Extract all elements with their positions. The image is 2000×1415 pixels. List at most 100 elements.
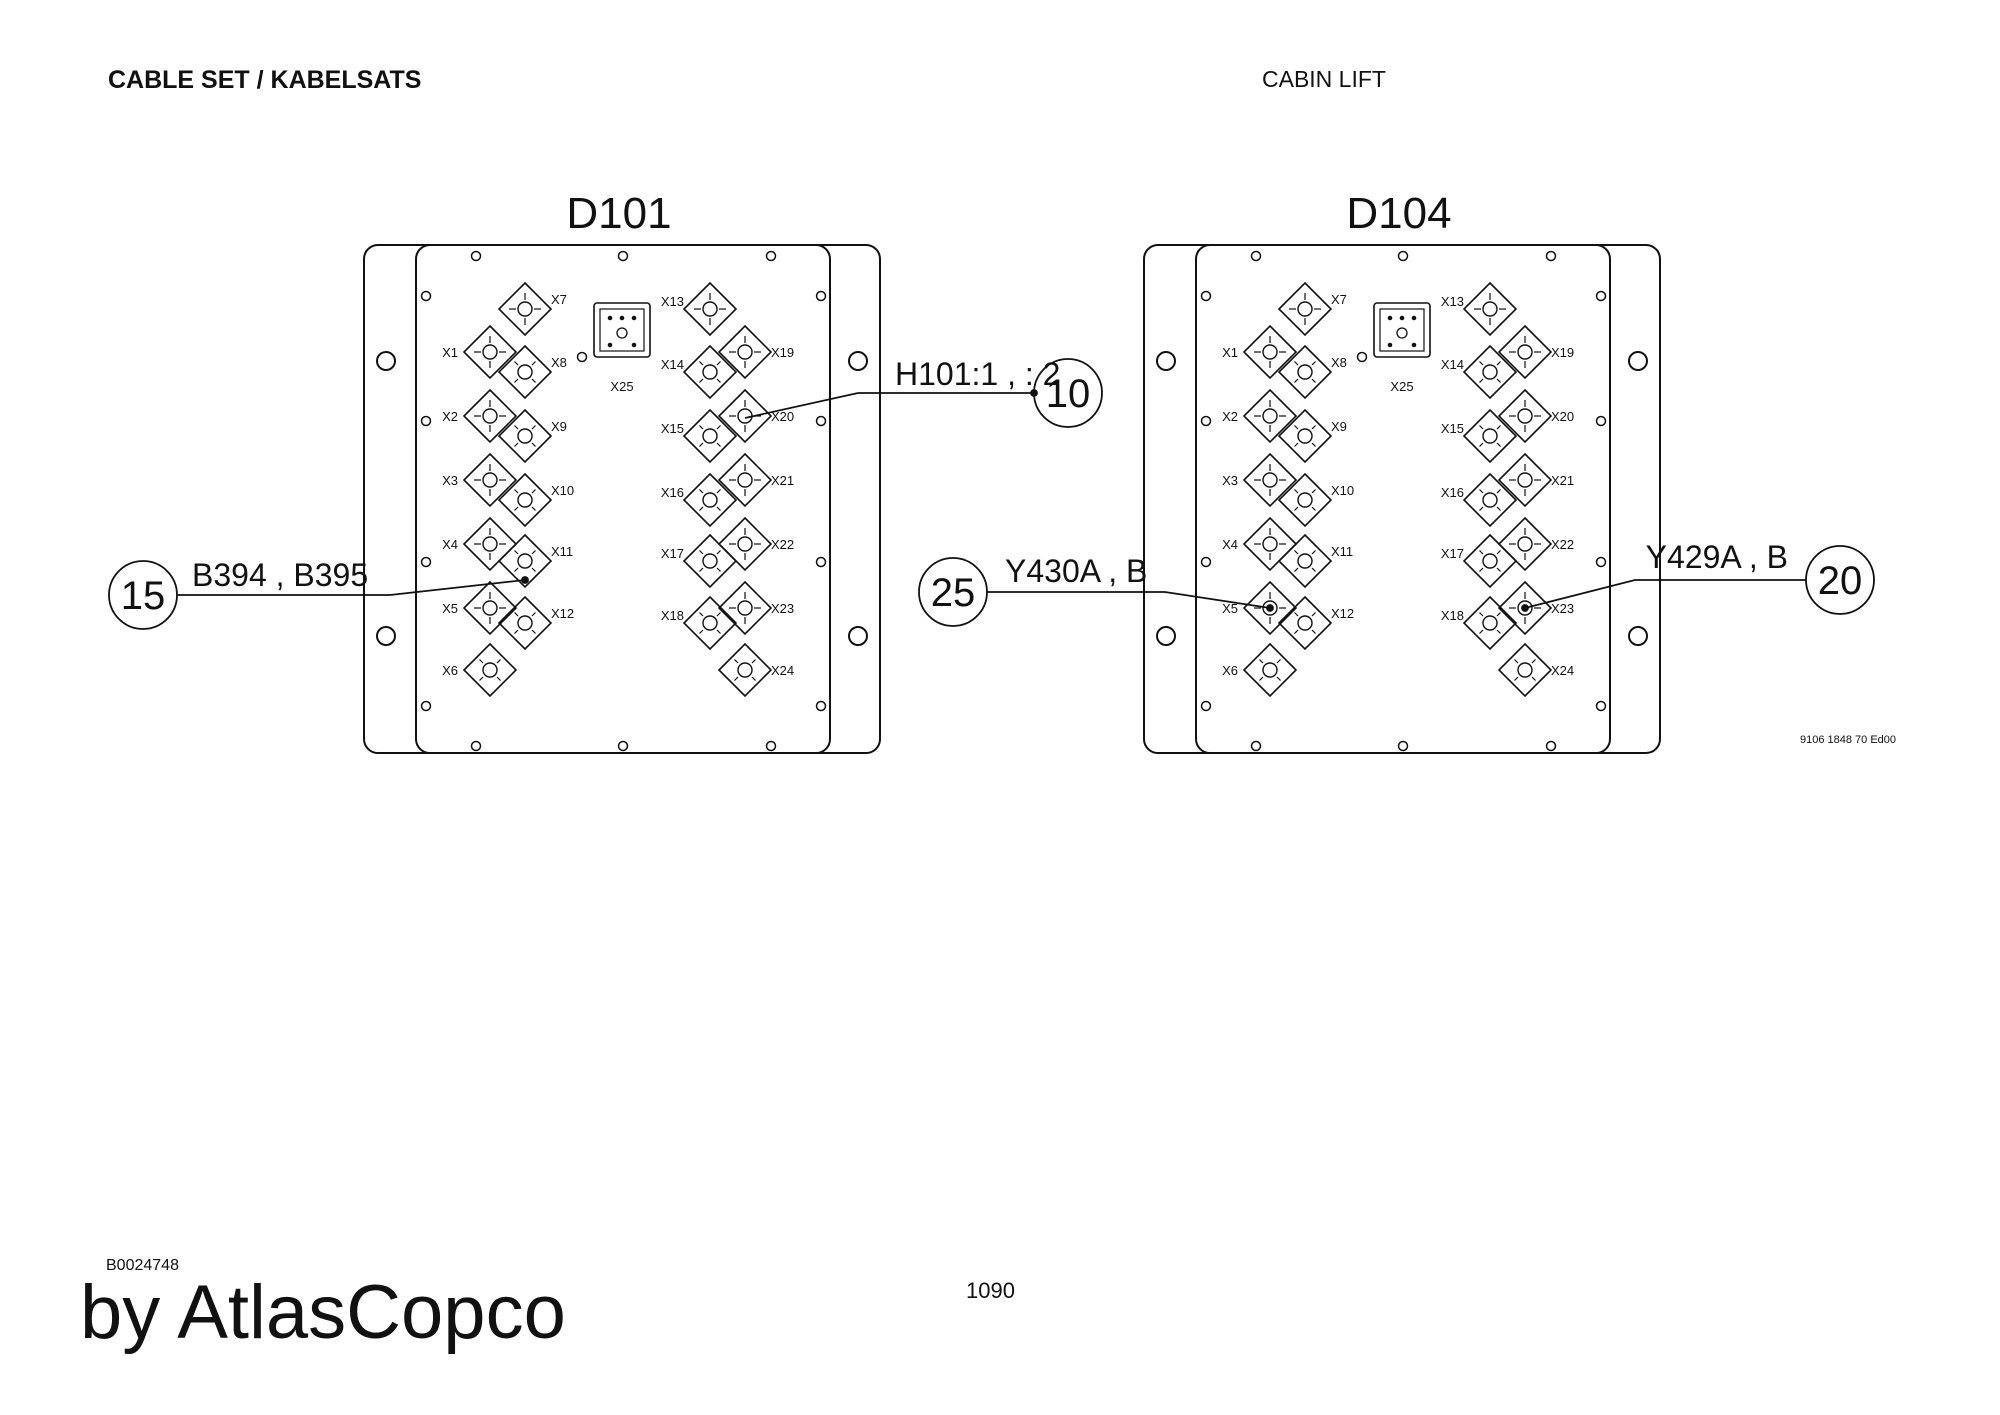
leader-line (1524, 579, 1806, 609)
body-screw (617, 740, 629, 752)
port-label: X9 (551, 419, 567, 434)
body-screw (1595, 556, 1607, 568)
port-label: X15 (1441, 421, 1464, 436)
body-screw (1200, 700, 1212, 712)
callout-number: 15 (121, 574, 166, 618)
connector-socket (717, 580, 773, 636)
connector-socket (497, 281, 553, 337)
mounting-hole (1628, 351, 1648, 371)
port-label: X9 (1331, 419, 1347, 434)
connector-socket (1242, 324, 1298, 380)
body-screw (815, 556, 827, 568)
document-id: B0024748 (106, 1257, 179, 1274)
mounting-hole (848, 626, 868, 646)
connector-socket (717, 516, 773, 572)
port-label: X25 (610, 379, 633, 394)
callout-circle (108, 560, 178, 630)
port-label: X10 (1331, 483, 1354, 498)
callout-label: Y429A , B (1646, 539, 1788, 575)
connector-socket (1497, 580, 1553, 636)
body-screw (1200, 290, 1212, 302)
callout-circle (918, 557, 988, 627)
port-label: X23 (771, 601, 794, 616)
port-label: X20 (1551, 409, 1574, 424)
connector-socket (682, 408, 738, 464)
port-label: X12 (551, 606, 574, 621)
connector-socket (717, 642, 773, 698)
body-screw (420, 290, 432, 302)
brand-text: by AtlasCopco (80, 1270, 566, 1355)
connector-socket (717, 324, 773, 380)
connector-socket (1462, 472, 1518, 528)
port-label: X8 (1331, 355, 1347, 370)
connector-socket (1462, 595, 1518, 651)
body-screw (765, 250, 777, 262)
port-label: X14 (1441, 357, 1464, 372)
connector-socket (1277, 595, 1333, 651)
body-screw (765, 740, 777, 752)
body-screw (1545, 250, 1557, 262)
port-label: X3 (1222, 473, 1238, 488)
port-label: X25 (1390, 379, 1413, 394)
body-screw (1250, 250, 1262, 262)
control-unit-d101: D101X25X1X2X3X4X5X6X7X8X9X10X11X12X13X14… (363, 189, 881, 754)
port-label: X11 (1331, 544, 1353, 559)
connector-socket (462, 388, 518, 444)
connector-x25 (1373, 302, 1431, 358)
port-label: X2 (442, 409, 458, 424)
port-label: X18 (661, 608, 684, 623)
connector-socket (717, 388, 773, 444)
port-label: X21 (1551, 473, 1574, 488)
connector-socket (462, 324, 518, 380)
port-label: X1 (442, 345, 458, 360)
connector-socket (1277, 472, 1333, 528)
mounting-hole (848, 351, 868, 371)
connector-socket (1497, 452, 1553, 508)
connector-socket (717, 452, 773, 508)
port-label: X5 (1222, 601, 1238, 616)
unit-body (415, 244, 831, 754)
page-header-subtitle: CABIN LIFT (1262, 66, 1386, 92)
connector-socket (497, 344, 553, 400)
connector-socket (682, 281, 738, 337)
drawing-code: 9106 1848 70 Ed00 (1800, 734, 1896, 746)
port-label: X2 (1222, 409, 1238, 424)
port-label: X19 (771, 345, 794, 360)
connector-socket (682, 472, 738, 528)
connector-socket (497, 472, 553, 528)
port-label: X8 (551, 355, 567, 370)
port-label: X11 (551, 544, 573, 559)
connector-socket (462, 642, 518, 698)
connector-socket (1242, 580, 1298, 636)
connector-socket (1497, 516, 1553, 572)
connector-socket (497, 408, 553, 464)
connector-x25 (593, 302, 651, 358)
body-screw (1250, 740, 1262, 752)
body-screw (1200, 556, 1212, 568)
port-label: X17 (1441, 546, 1464, 561)
leader-line (987, 591, 1271, 609)
port-label: X6 (442, 663, 458, 678)
unit-title: D104 (1346, 189, 1451, 238)
connector-socket (1242, 452, 1298, 508)
port-label: X13 (1441, 294, 1464, 309)
connector-socket (1462, 344, 1518, 400)
body-screw (1595, 415, 1607, 427)
body-screw (420, 556, 432, 568)
connector-socket (682, 533, 738, 589)
body-screw (1545, 740, 1557, 752)
unit-title: D101 (566, 189, 671, 238)
port-label: X14 (661, 357, 684, 372)
body-screw (420, 700, 432, 712)
connector-socket (682, 595, 738, 651)
connector-socket (462, 580, 518, 636)
callout-circle (1805, 545, 1875, 615)
body-screw (815, 700, 827, 712)
connector-socket (1242, 388, 1298, 444)
port-label: X16 (1441, 485, 1464, 500)
body-screw (1397, 250, 1409, 262)
body-screw (470, 740, 482, 752)
